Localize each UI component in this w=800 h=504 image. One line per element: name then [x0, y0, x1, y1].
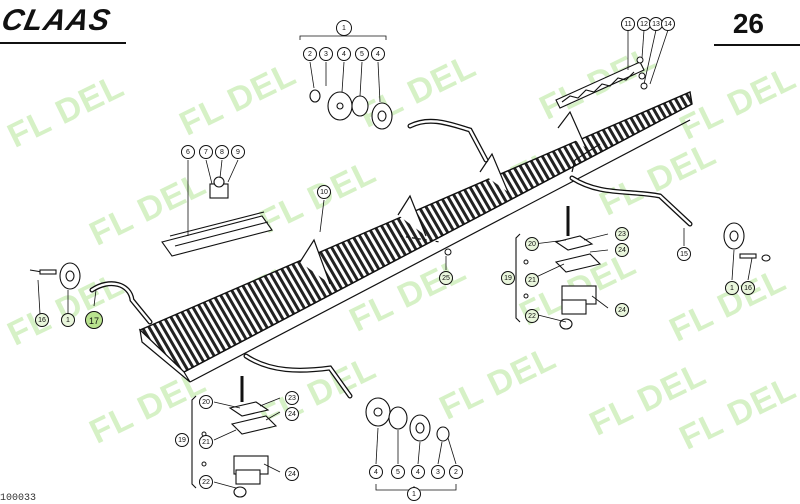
header-rule-left — [0, 42, 126, 44]
callout-c23-left: 23 — [285, 391, 299, 405]
brand-logo: CLAAS — [0, 4, 114, 37]
callout-c4b-top: 4 — [371, 47, 385, 61]
callout-c15: 15 — [677, 247, 691, 261]
sieve-assembly — [138, 91, 693, 383]
callout-c16-left: 16 — [35, 313, 49, 327]
callout-c2-bottom: 2 — [449, 465, 463, 479]
callout-c22-left: 22 — [199, 475, 213, 489]
callout-c24b-left: 24 — [285, 467, 299, 481]
bearing-set-bottom — [365, 397, 450, 442]
callout-c24b-right: 24 — [615, 303, 629, 317]
flange-left — [29, 262, 81, 290]
header-rule-right — [714, 44, 800, 46]
callout-c1-left: 1 — [61, 313, 75, 327]
callout-c23-right: 23 — [615, 227, 629, 241]
callout-c4a-top: 4 — [337, 47, 351, 61]
callout-c11: 11 — [621, 17, 635, 31]
callout-c1-bottom: 1 — [407, 487, 421, 501]
bracket-group-left — [191, 376, 278, 498]
callout-c20-left: 20 — [199, 395, 213, 409]
callout-c14: 14 — [661, 17, 675, 31]
callout-c10: 10 — [317, 185, 331, 199]
callout-c20-right: 20 — [525, 237, 539, 251]
callout-c17: 17 — [85, 311, 103, 329]
callout-c2-top: 2 — [303, 47, 317, 61]
callout-c16-right: 16 — [741, 281, 755, 295]
callout-c3-top: 3 — [319, 47, 333, 61]
callout-c4a-bottom: 4 — [369, 465, 383, 479]
callout-c19-right: 19 — [501, 271, 515, 285]
callout-c8: 8 — [215, 145, 229, 159]
callout-c24a-left: 24 — [285, 407, 299, 421]
callout-c9: 9 — [231, 145, 245, 159]
callout-c5-bottom: 5 — [391, 465, 405, 479]
callout-c21-left: 21 — [199, 435, 213, 449]
callout-c21-right: 21 — [525, 273, 539, 287]
rail-part-11 — [555, 61, 645, 109]
callout-c3-bottom: 3 — [431, 465, 445, 479]
callout-c5-top: 5 — [355, 47, 369, 61]
callout-c6: 6 — [181, 145, 195, 159]
callout-c24a-right: 24 — [615, 243, 629, 257]
page-number: 26 — [732, 8, 764, 39]
callout-c22-right: 22 — [525, 309, 539, 323]
callout-c25: 25 — [439, 271, 453, 285]
callout-c1-top: 1 — [336, 20, 352, 36]
bearing-set-top — [309, 89, 393, 130]
callout-c7: 7 — [199, 145, 213, 159]
document-reference: 100033 — [0, 493, 37, 504]
flange-right — [723, 222, 771, 262]
plate-part-6 — [161, 176, 273, 257]
callout-c19-left: 19 — [175, 433, 189, 447]
callout-c4b-bottom: 4 — [411, 465, 425, 479]
callout-c1-right: 1 — [725, 281, 739, 295]
